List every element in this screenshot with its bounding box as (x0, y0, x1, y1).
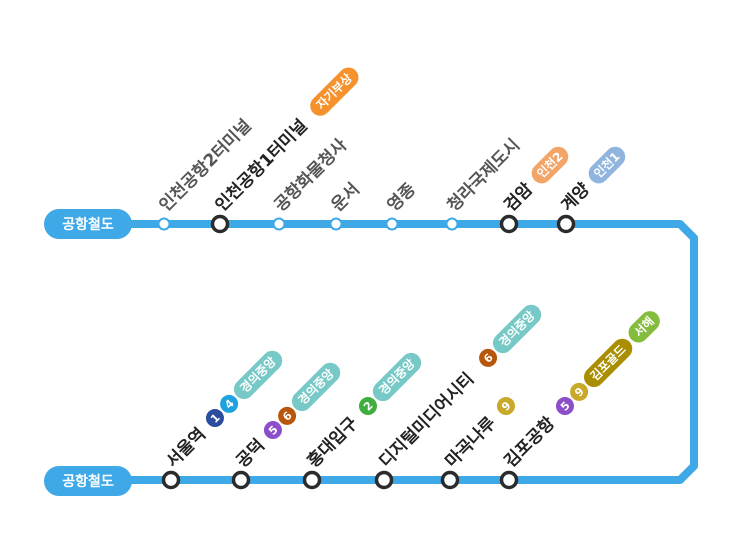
transfer-station-marker[interactable] (440, 470, 460, 490)
transfer-station-marker[interactable] (302, 470, 322, 490)
connecting-line-pill: 경의중앙 (233, 350, 283, 400)
line-name-badge-bottom: 공항철도 (44, 466, 132, 496)
station-marker[interactable] (272, 217, 286, 231)
line-pill-background (531, 146, 569, 184)
line-badge-circle (220, 394, 239, 413)
transfer-station-marker[interactable] (499, 470, 519, 490)
line-number-badge: 5 (263, 421, 282, 440)
line-badge-circle (496, 397, 515, 416)
line-number-badge: 9 (570, 382, 589, 401)
station-label-group: 운서 (328, 180, 364, 216)
line-badge-circle (278, 406, 297, 425)
connecting-line-pill: 자기부상 (310, 67, 359, 116)
bottom-stations: 서울역14경의중앙공덕56경의중앙홍대입구2경의중앙디지털미디어시티6경의중앙마… (161, 304, 660, 490)
line-pill-background (583, 338, 633, 388)
line-pill-background (291, 362, 341, 412)
line-pill-background (628, 311, 660, 343)
line-name-bottom: 공항철도 (62, 473, 114, 490)
station-marker[interactable] (385, 217, 399, 231)
connecting-line-pill: 김포골드 (583, 338, 633, 388)
station-name: 김포공항 (500, 412, 559, 471)
transfer-station-marker[interactable] (210, 214, 230, 234)
station-name: 영종 (384, 179, 421, 216)
connecting-line-pill: 인천2 (531, 146, 569, 184)
line-number-badge: 6 (479, 348, 498, 367)
line-number-badge: 2 (358, 397, 377, 416)
station-label-group: 영종 (384, 179, 421, 216)
transfer-station-marker[interactable] (374, 470, 394, 490)
connecting-line-pill: 경의중앙 (372, 352, 422, 402)
airport-railroad-line (100, 220, 698, 484)
line-badge-circle (555, 397, 574, 416)
station-name: 마곡나루 (442, 413, 501, 472)
station-marker[interactable] (157, 217, 171, 231)
line-number-badge: 5 (555, 397, 574, 416)
line-pill-background (588, 146, 626, 184)
station-name: 계양 (558, 179, 595, 216)
line-badge-circle (358, 397, 377, 416)
line-name-top: 공항철도 (62, 216, 114, 233)
line-number-badge: 6 (278, 406, 297, 425)
station-name: 홍대입구 (303, 412, 362, 471)
transfer-station-marker[interactable] (161, 470, 181, 490)
connecting-line-pill: 경의중앙 (492, 304, 542, 354)
station-name: 서울역 (163, 424, 210, 471)
line-name-badge-top: 공항철도 (44, 209, 132, 239)
line-number-badge: 1 (205, 409, 224, 428)
transfer-station-marker[interactable] (556, 214, 576, 234)
line-badge-circle (479, 348, 498, 367)
transfer-station-marker[interactable] (499, 214, 519, 234)
line-pill-background (372, 352, 422, 402)
line-number-badge: 4 (220, 394, 239, 413)
line-badge-circle (263, 421, 282, 440)
station-name: 운서 (328, 180, 364, 216)
transfer-station-marker[interactable] (231, 470, 251, 490)
connecting-line-pill: 인천1 (588, 146, 626, 184)
station-marker[interactable] (445, 217, 459, 231)
line-pill-background (492, 304, 542, 354)
connecting-line-pill: 경의중앙 (291, 362, 341, 412)
line-badge-circle (205, 409, 224, 428)
line-number-badge: 9 (496, 397, 515, 416)
station-name: 검암 (501, 179, 538, 216)
station-name: 공덕 (233, 436, 269, 472)
station-marker[interactable] (329, 217, 343, 231)
line-pill-background (310, 67, 359, 116)
line-pill-background (233, 350, 283, 400)
line-badge-circle (570, 382, 589, 401)
connecting-line-pill: 서해 (628, 311, 660, 343)
